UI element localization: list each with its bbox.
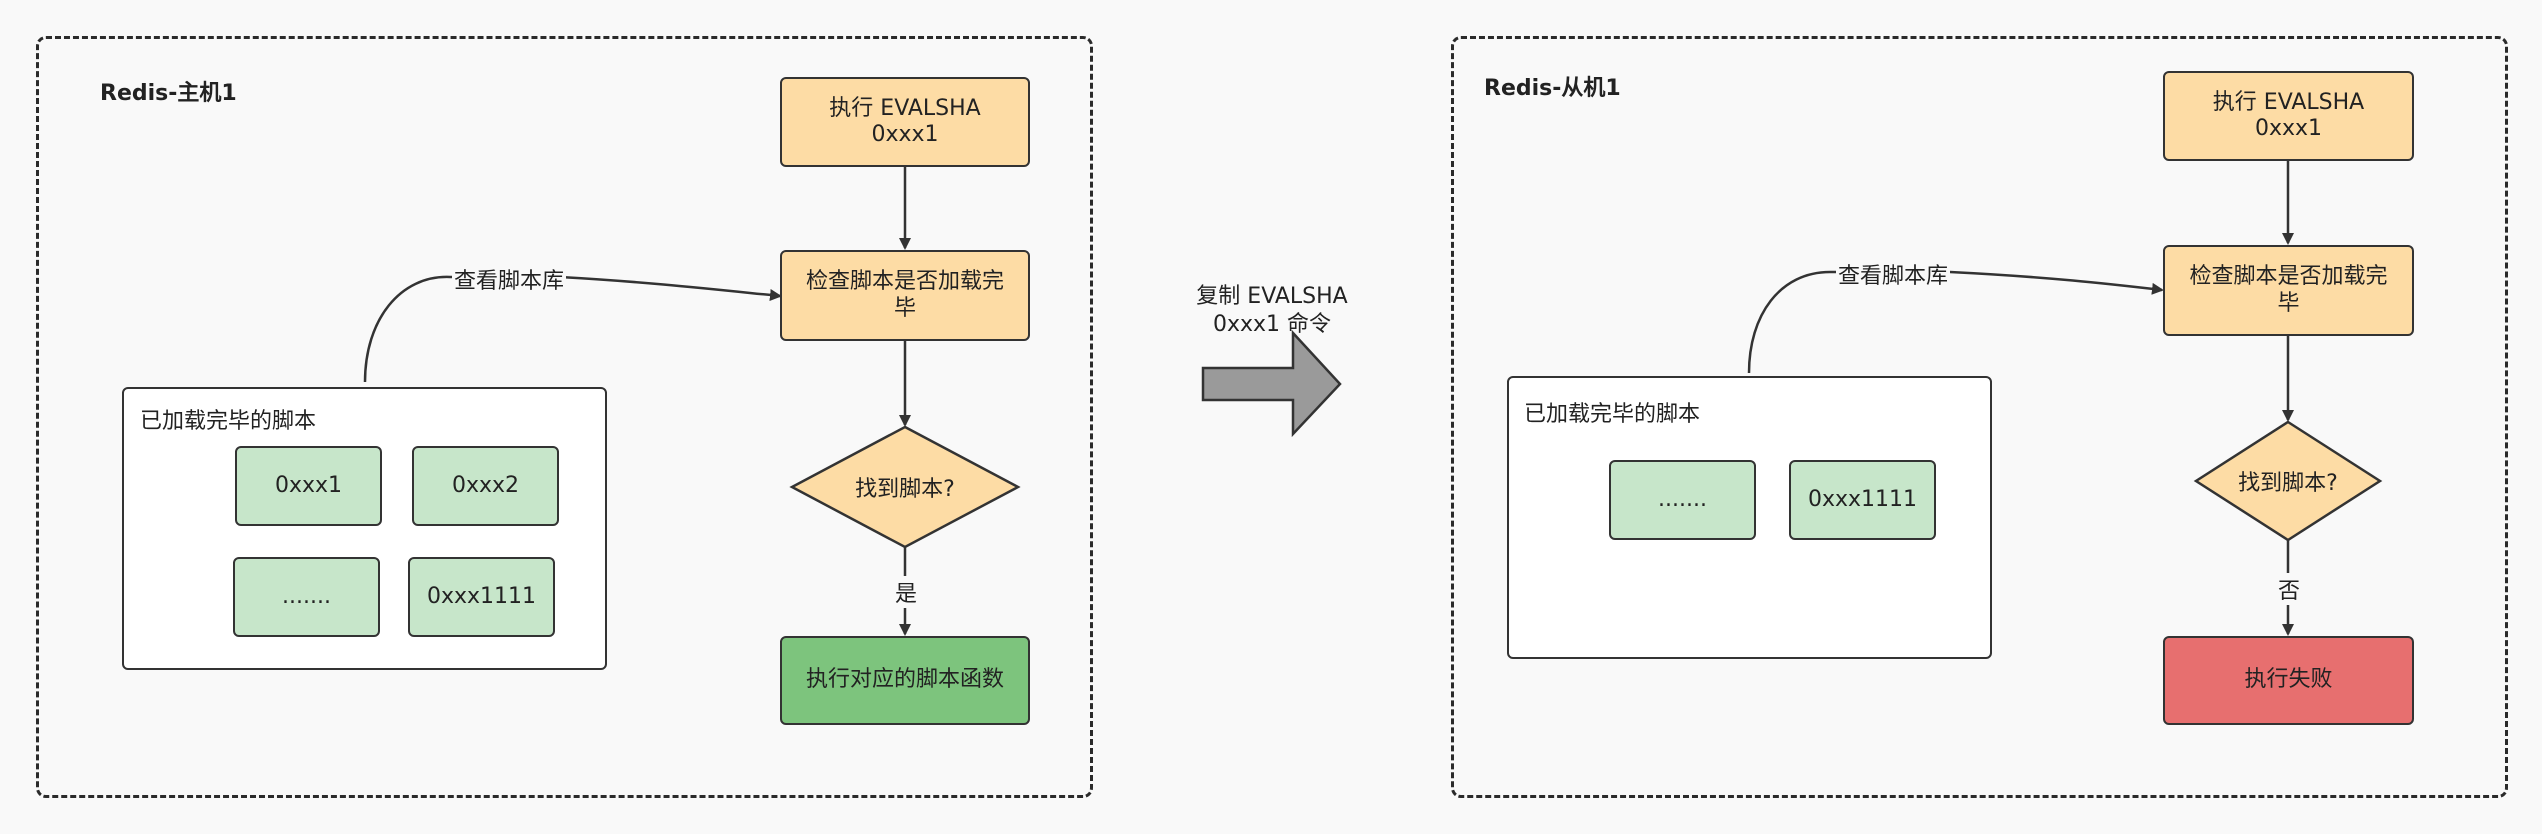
- slave-decision-label: 找到脚本?: [2238, 471, 2338, 496]
- slave-lookup-label: 查看脚本库: [1836, 258, 1951, 290]
- slave-lookup-curve: [1747, 270, 2164, 374]
- master-script-item: 0xxx1: [235, 446, 382, 526]
- master-cache-title: 已加载完毕的脚本: [140, 409, 317, 434]
- slave-script-item: 0xxx1111: [1789, 460, 1936, 540]
- slave-title: Redis-从机1: [1484, 76, 1621, 101]
- master-result-box: 执行对应的脚本函数: [780, 636, 1030, 725]
- slave-result-box: 执行失败: [2163, 636, 2414, 725]
- master-lookup-label: 查看脚本库: [452, 263, 567, 295]
- master-check-box: 检查脚本是否加载完毕: [780, 250, 1030, 341]
- master-decision-label: 找到脚本?: [855, 477, 955, 502]
- slave-no-label: 否: [2276, 573, 2303, 605]
- slave-script-item: .......: [1609, 460, 1756, 540]
- replication-label-line2: 0xxx1 命令: [1212, 311, 1332, 337]
- replication-label: 复制 EVALSHA 0xxx1 命令: [1182, 283, 1362, 338]
- slave-panel: [1451, 36, 2508, 798]
- replication-arrow: [1201, 329, 1342, 438]
- master-exec-box: 执行 EVALSHA 0xxx1: [780, 77, 1030, 167]
- master-decision-diamond: [789, 425, 1021, 549]
- slave-cache-title: 已加载完毕的脚本: [1524, 402, 1701, 427]
- master-panel: [36, 36, 1093, 798]
- master-script-item: 0xxx2: [412, 446, 559, 526]
- replication-label-line1: 复制 EVALSHA: [1196, 284, 1348, 309]
- master-script-item: .......: [233, 557, 380, 637]
- slave-decision-diamond: [2193, 420, 2383, 542]
- slave-exec-box: 执行 EVALSHA 0xxx1: [2163, 71, 2414, 161]
- master-title: Redis-主机1: [100, 81, 237, 106]
- slave-check-box: 检查脚本是否加载完毕: [2163, 245, 2414, 336]
- master-script-item: 0xxx1111: [408, 557, 555, 637]
- master-yes-label: 是: [893, 576, 920, 608]
